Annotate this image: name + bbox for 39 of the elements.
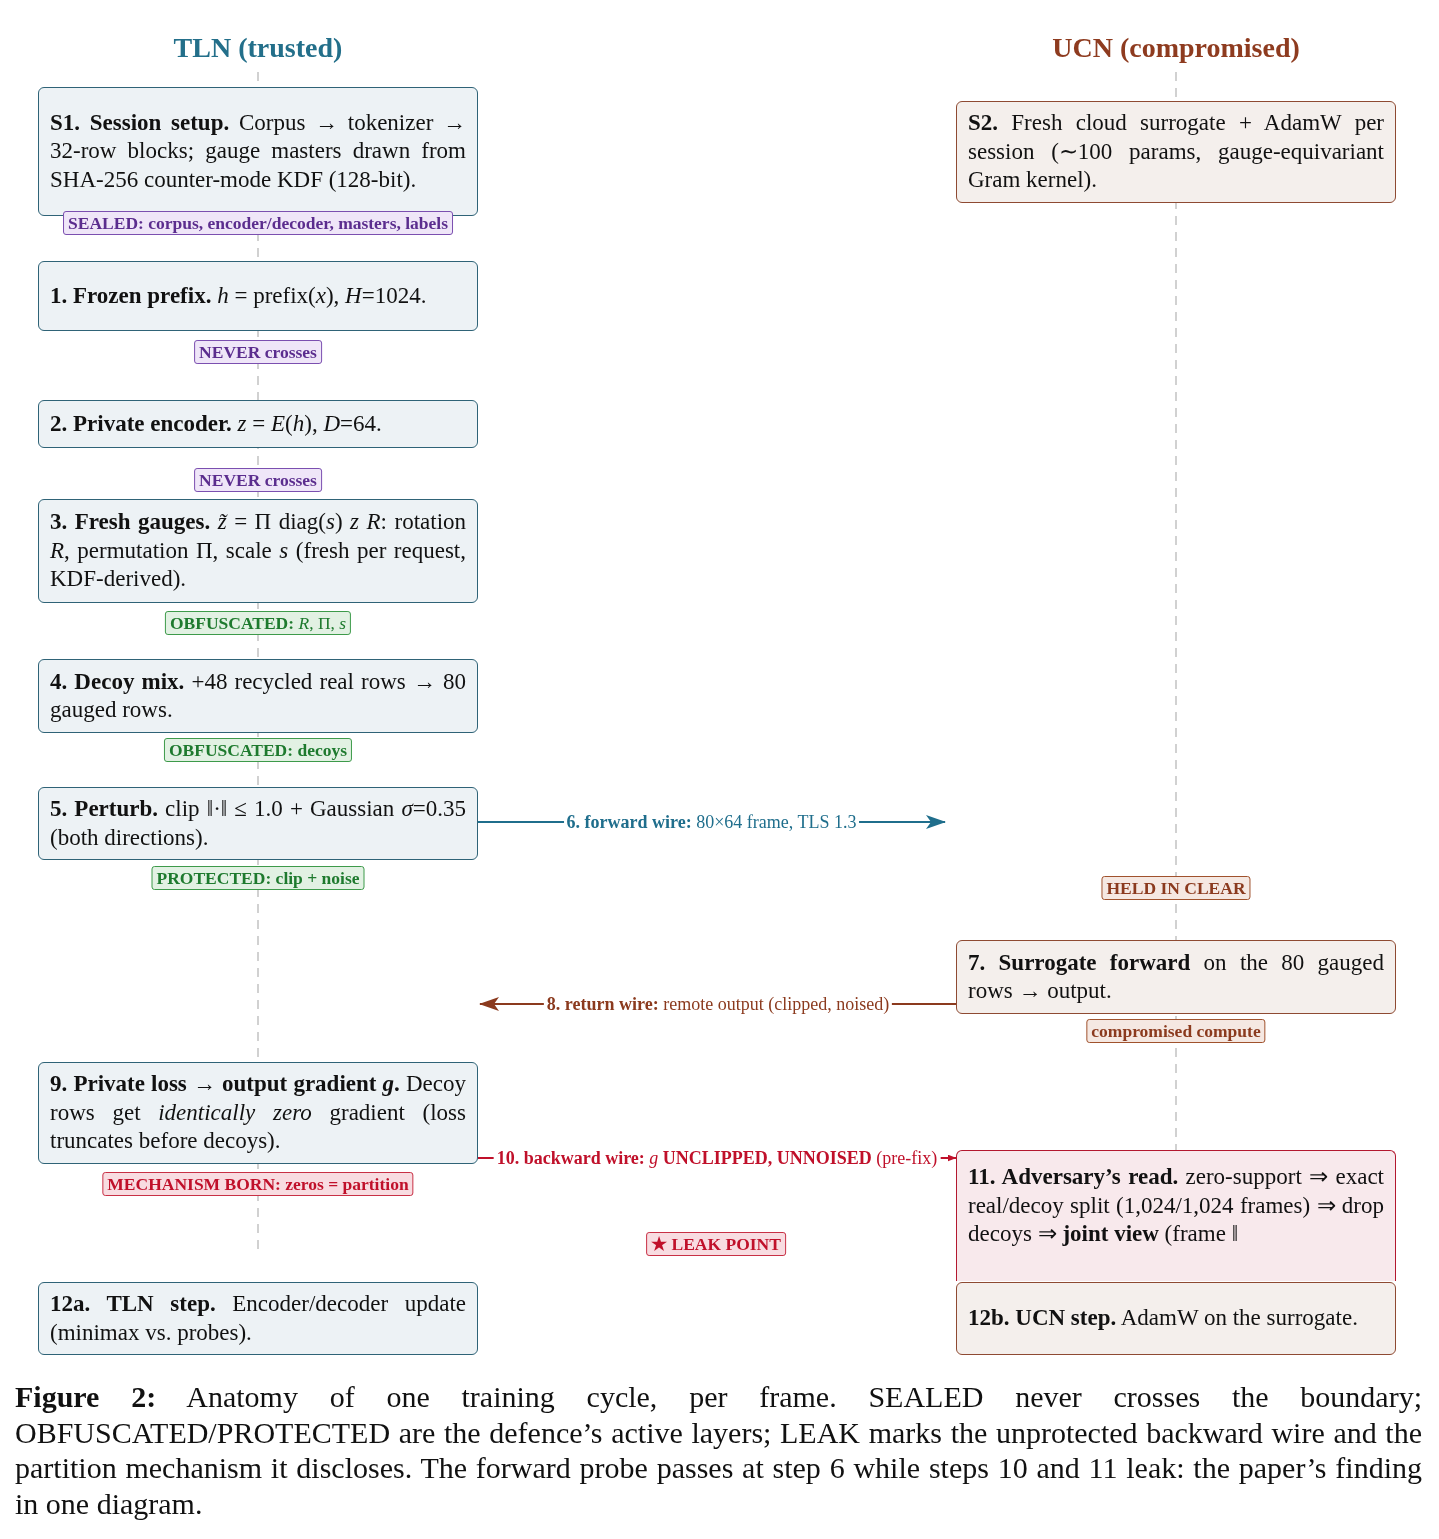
- step-text: 1. Frozen prefix. h = prefix(x), H=1024.: [50, 281, 428, 310]
- step-text: 3. Fresh gauges. z̃ = Π diag(s) z R: rotation R, permutation Π, scale s (fresh per request, KDF-derived).: [50, 508, 466, 594]
- status-tag: NEVER crosses: [194, 468, 322, 492]
- step-box: [38, 400, 478, 448]
- status-tag: MECHANISM BORN: zeros = partition: [102, 1172, 414, 1196]
- step-text: 5. Perturb. clip ‖·‖ ≤ 1.0 + Gaussian σ=0.35 (both directions).: [50, 795, 466, 852]
- status-tag: OBFUSCATED: decoys: [163, 738, 353, 762]
- step-text: 11. Adversary’s read. zero-support ⇒ exact real/decoy split (1,024/1,024 frames) ⇒ drop decoys ⇒ joint view (frame ‖: [968, 1163, 1384, 1248]
- status-tag: SEALED: corpus, encoder/decoder, masters, labels: [63, 211, 453, 235]
- status-tag: OBFUSCATED: R, Π, s: [164, 611, 352, 635]
- step-box: [38, 261, 478, 331]
- status-tag: compromised compute: [1086, 1019, 1266, 1043]
- figure-caption: Figure 2: Anatomy of one training cycle, per frame. SEALED never crosses the boundary; OBFUSCATED/PROTECTED are the defence’s active layers; LEAK marks the unprotected backward wire and the partition mechanism it discloses. The forward probe passes at step 6 while steps 10 and 11 leak: the paper’s finding in one diagram.: [15, 1379, 1422, 1521]
- edge-label: 8. return wire: remote output (clipped, noised): [543, 994, 893, 1014]
- step-box: [956, 1150, 1396, 1281]
- column-heading: TLN (trusted): [173, 31, 343, 65]
- step-text: 4. Decoy mix. +48 recycled real rows → 80 gauged rows.: [50, 667, 466, 724]
- step-box: [956, 940, 1396, 1014]
- step-text: S1. Session setup. Corpus → tokenizer → 32-row blocks; gauge masters drawn from SHA-256 counter-mode KDF (128-bit).: [50, 108, 466, 194]
- step-box: [38, 1282, 478, 1355]
- status-tag: PROTECTED: clip + noise: [151, 866, 365, 890]
- step-text: 12b. UCN step. AdamW on the surrogate.: [968, 1304, 1359, 1333]
- edge-label: 6. forward wire: 80×64 frame, TLS 1.3: [563, 812, 860, 832]
- step-text: 7. Surrogate forward on the 80 gauged rows → output.: [968, 948, 1384, 1005]
- step-box: [956, 101, 1396, 203]
- step-text: S2. Fresh cloud surrogate + AdamW per session (∼100 params, gauge-equivariant Gram kernel).: [968, 109, 1384, 195]
- column-heading: UCN (compromised): [1052, 31, 1300, 65]
- status-tag: NEVER crosses: [194, 340, 322, 364]
- step-text: 2. Private encoder. z = E(h), D=64.: [50, 409, 383, 438]
- step-box: [956, 1282, 1396, 1355]
- step-box: [38, 659, 478, 733]
- status-tag: HELD IN CLEAR: [1101, 876, 1251, 900]
- step-text: 12a. TLN step. Encoder/decoder update (minimax vs. probes).: [50, 1290, 466, 1347]
- step-box: [38, 87, 478, 216]
- step-box: [38, 1062, 478, 1164]
- step-box: [38, 787, 478, 860]
- step-box: [38, 499, 478, 603]
- status-tag: ★ LEAK POINT: [646, 1232, 786, 1256]
- step-text: 9. Private loss → output gradient g. Decoy rows get identically zero gradient (loss truncates before decoys).: [50, 1070, 466, 1156]
